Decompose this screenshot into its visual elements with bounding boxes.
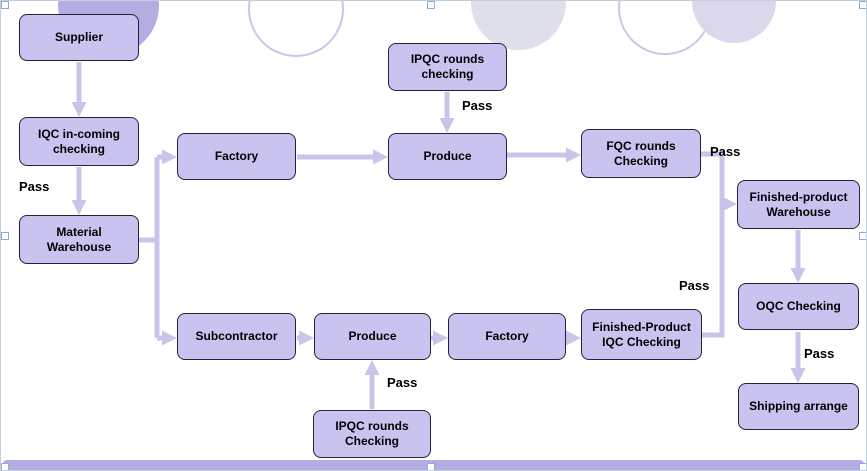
- flow-node-fqc[interactable]: FQC rounds Checking: [581, 129, 701, 178]
- flow-node-ipqc-bottom[interactable]: IPQC rounds Checking: [313, 410, 431, 458]
- flow-node-label: IQC in-coming checking: [38, 126, 120, 156]
- selection-handle-top-left[interactable]: [1, 1, 9, 9]
- flow-node-factory-top[interactable]: Factory: [177, 133, 296, 180]
- flow-node-label: Finished-product Warehouse: [749, 189, 848, 219]
- flow-node-label: Supplier: [54, 30, 103, 44]
- flow-node-ipqc-top[interactable]: IPQC rounds checking: [388, 43, 507, 91]
- selection-handle-middle-right[interactable]: [859, 232, 866, 240]
- flow-node-label: Shipping arrange: [749, 399, 848, 413]
- pass-label-iqc: Pass: [19, 179, 50, 194]
- selection-handle-bottom-center[interactable]: [427, 463, 435, 470]
- flow-node-material-warehouse[interactable]: Material Warehouse: [19, 215, 139, 264]
- flow-node-label: FQC rounds Checking: [606, 138, 676, 168]
- selection-handle-top-right[interactable]: [859, 1, 866, 9]
- selection-handle-middle-left[interactable]: [1, 232, 9, 240]
- flow-node-shipping[interactable]: Shipping arrange: [738, 383, 859, 430]
- flow-node-produce-bottom[interactable]: Produce: [314, 313, 431, 360]
- pass-label-fqc: Pass: [710, 144, 741, 159]
- flow-node-label: Factory: [485, 329, 529, 343]
- pass-label-ipqc-bottom: Pass: [387, 375, 418, 390]
- connector-fpiqc-up: [702, 206, 725, 338]
- flow-node-label: IPQC rounds checking: [410, 52, 485, 81]
- selection-handle-top-center[interactable]: [427, 1, 435, 9]
- pass-label-oqc: Pass: [804, 346, 835, 361]
- pass-label-fp-iqc: Pass: [679, 278, 710, 293]
- flow-node-label: OQC Checking: [756, 299, 841, 313]
- connector-warehouse-branch: [139, 157, 160, 338]
- flow-node-fp-iqc[interactable]: Finished-Product IQC Checking: [581, 309, 702, 360]
- flow-node-factory-bottom[interactable]: Factory: [448, 313, 566, 360]
- flow-node-label: IPQC rounds Checking: [335, 419, 409, 448]
- flow-node-produce-top[interactable]: Produce: [388, 133, 507, 180]
- flow-node-iqc-incoming[interactable]: IQC in-coming checking: [19, 117, 139, 166]
- selection-handle-bottom-left[interactable]: [1, 463, 9, 470]
- flow-node-supplier[interactable]: Supplier: [19, 14, 139, 61]
- flow-node-oqc[interactable]: OQC Checking: [738, 283, 859, 330]
- flow-node-label: Subcontractor: [195, 329, 278, 343]
- flow-node-label: Produce: [423, 149, 472, 163]
- flow-node-label: Material Warehouse: [46, 224, 112, 254]
- connector-fqc-to-finished-warehouse: [701, 151, 737, 212]
- flow-node-subcontractor[interactable]: Subcontractor: [177, 313, 296, 360]
- selection-handle-bottom-right[interactable]: [859, 463, 866, 470]
- flow-node-label: Produce: [348, 329, 397, 343]
- flow-node-label: Finished-Product IQC Checking: [592, 319, 691, 349]
- pass-label-ipqc-top: Pass: [462, 98, 493, 113]
- flow-node-finished-warehouse[interactable]: Finished-product Warehouse: [737, 180, 860, 229]
- flow-node-label: Factory: [214, 149, 259, 163]
